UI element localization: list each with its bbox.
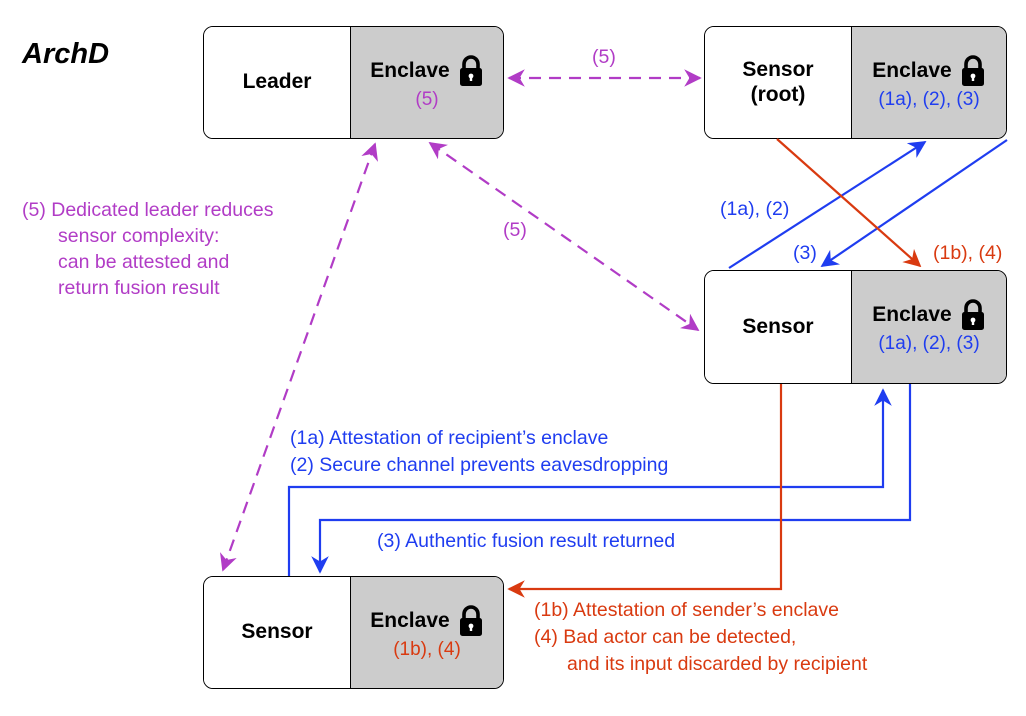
sensor-root-name: Sensor (root) [742, 58, 814, 106]
enclave-label: Enclave [370, 58, 450, 82]
enclave-label: Enclave [370, 608, 450, 632]
arrow-mid-to-root-1a2 [728, 141, 927, 269]
purple-note-line: (5) Dedicated leader reduces [22, 199, 274, 221]
arrow-bottom-to-mid-1a2 [287, 388, 892, 576]
purple-note-line: return fusion result [58, 277, 220, 299]
leader-enclave-steps: (5) [415, 88, 439, 110]
enclave-label: Enclave [872, 303, 952, 326]
red-note-1b: (1b) Attestation of sender’s enclave [534, 599, 839, 621]
enclave-label: Enclave [872, 58, 952, 82]
lock-icon [458, 54, 484, 87]
arrow-leader-sensor-mid [428, 141, 700, 332]
lock-icon [458, 604, 484, 637]
purple-note: (5) Dedicated leader reduces sensor comp… [22, 197, 273, 301]
sensor-bottom-label: Sensor [204, 577, 350, 688]
leader-node: Leader Enclave (5) [203, 26, 504, 139]
label-blue-3: (3) [793, 242, 817, 264]
arrow-mid-to-bottom-1b4 [507, 384, 783, 598]
red-note-4: (4) Bad actor can be detected, [534, 626, 797, 648]
purple-note-line: sensor complexity: [58, 225, 220, 247]
sensor-root-label: Sensor (root) [705, 27, 851, 138]
sensor-mid-enclave-steps: (1a), (2), (3) [878, 333, 980, 354]
arrow-leader-sensor-bottom [220, 142, 378, 572]
blue-note-2: (2) Secure channel prevents eavesdroppin… [290, 454, 669, 476]
sensor-mid-enclave: Enclave (1a), (2), (3) [851, 271, 1006, 383]
label-blue-1a2: (1a), (2) [720, 198, 790, 220]
sensor-root-node: Sensor (root) Enclave (1a), (2), (3) [704, 26, 1007, 139]
label-five-top: (5) [592, 46, 616, 68]
label-five-mid: (5) [503, 219, 527, 241]
red-note-4b: and its input discarded by recipient [567, 653, 868, 675]
sensor-mid-node: Sensor Enclave (1a), (2), (3) [704, 270, 1007, 384]
blue-note-1a: (1a) Attestation of recipient’s enclave [290, 427, 609, 449]
blue-note-3: (3) Authentic fusion result returned [377, 530, 676, 552]
purple-note-line: can be attested and [58, 251, 230, 273]
sensor-mid-label: Sensor [705, 271, 851, 383]
arrow-root-to-mid-3 [820, 139, 1008, 267]
leader-label: Leader [204, 27, 350, 138]
sensor-root-enclave-steps: (1a), (2), (3) [878, 88, 980, 110]
sensor-root-enclave: Enclave (1a), (2), (3) [851, 27, 1006, 138]
lock-icon [960, 299, 986, 331]
sensor-bottom-enclave-steps: (1b), (4) [393, 638, 461, 660]
arrow-mid-to-bottom-3 [311, 384, 912, 574]
arrow-root-to-mid-1b4 [776, 138, 922, 268]
label-red-1b4: (1b), (4) [933, 242, 1003, 264]
sensor-bottom-enclave: Enclave (1b), (4) [350, 577, 503, 688]
leader-enclave: Enclave (5) [350, 27, 503, 138]
sensor-bottom-node: Sensor Enclave (1b), (4) [203, 576, 504, 689]
diagram-title: ArchD [22, 38, 110, 70]
lock-icon [960, 54, 986, 87]
